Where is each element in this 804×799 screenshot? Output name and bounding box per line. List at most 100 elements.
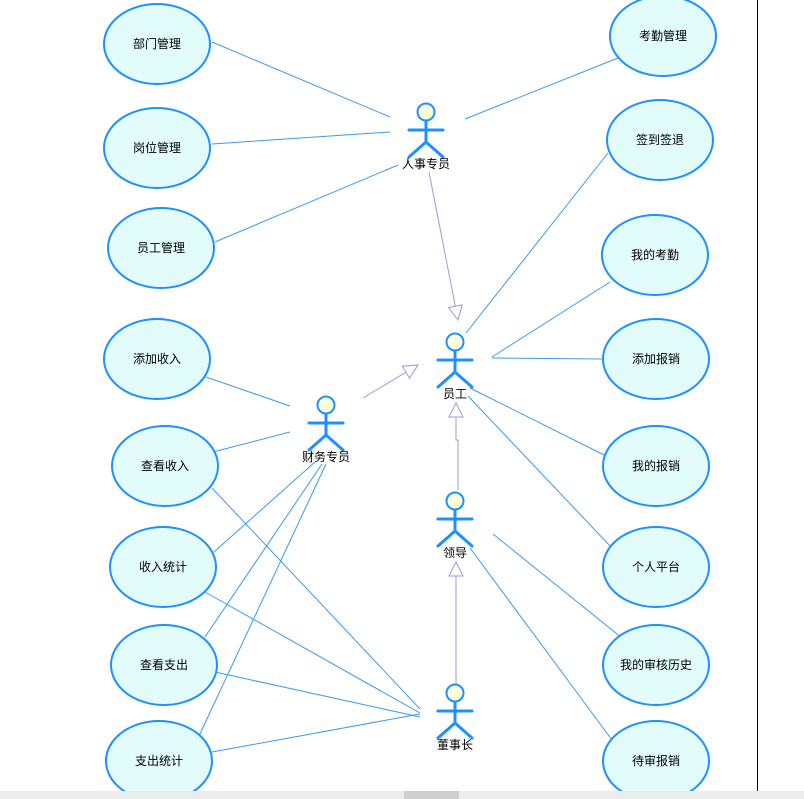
use-case-label: 待审报销 (632, 753, 680, 768)
use-case-ellipse (111, 425, 219, 507)
use-case-label: 签到签退 (636, 132, 684, 147)
use-case-pending[interactable]: 待审报销 (602, 720, 710, 793)
association-line (205, 376, 291, 407)
use-case-addexp[interactable]: 添加报销 (602, 318, 710, 400)
use-case-myexp[interactable]: 我的报销 (602, 425, 710, 507)
actor-head-icon (445, 491, 465, 511)
use-case-ellipse (103, 3, 211, 85)
association-line (492, 533, 623, 639)
actor-hr[interactable]: 人事专员 (402, 102, 450, 172)
use-case-ellipse (109, 526, 217, 608)
use-case-expstat[interactable]: 支出统计 (105, 720, 213, 793)
use-case-label: 岗位管理 (133, 140, 181, 155)
actor-label: 领导 (443, 546, 467, 560)
use-case-dept[interactable]: 部门管理 (103, 3, 211, 85)
actor-emp[interactable]: 员工 (436, 332, 474, 402)
association-line (211, 487, 421, 710)
association-line (204, 463, 323, 638)
association-line (198, 463, 327, 737)
actor-right-leg (453, 529, 474, 548)
use-case-label: 个人平台 (632, 559, 680, 574)
use-case-ellipse (609, 0, 717, 77)
association-line (491, 281, 611, 358)
canvas-border (757, 0, 758, 793)
association-line (465, 152, 609, 334)
actor-head-icon (445, 683, 465, 703)
use-case-ellipse (103, 318, 211, 400)
actor-left-leg (407, 140, 428, 159)
use-case-addinc[interactable]: 添加收入 (103, 318, 211, 400)
actor-head-icon (316, 395, 336, 415)
use-case-label: 我的审核历史 (620, 657, 692, 672)
actor-left-leg (436, 370, 457, 389)
use-case-label: 我的报销 (632, 458, 680, 473)
association-line (214, 671, 421, 718)
association-line (464, 57, 619, 120)
use-case-ellipse (602, 720, 710, 793)
association-line (213, 461, 316, 553)
actor-right-leg (324, 433, 345, 452)
actor-left-leg (307, 433, 328, 452)
use-case-post[interactable]: 岗位管理 (103, 107, 211, 189)
use-case-myatt[interactable]: 我的考勤 (601, 214, 709, 296)
use-case-label: 考勤管理 (639, 28, 687, 43)
association-line (491, 357, 603, 360)
use-case-portal[interactable]: 个人平台 (602, 526, 710, 608)
use-case-label: 查看收入 (141, 459, 189, 473)
use-case-attmgr[interactable]: 考勤管理 (609, 0, 717, 77)
generalization-line (455, 403, 459, 490)
use-case-label: 部门管理 (133, 36, 181, 51)
use-case-label: 我的考勤 (631, 247, 679, 262)
actor-right-leg (453, 721, 474, 740)
use-case-viewinc[interactable]: 查看收入 (111, 425, 219, 507)
use-case-ellipse (606, 99, 714, 181)
use-case-ellipse (103, 107, 211, 189)
actor-boss[interactable]: 董事长 (436, 683, 474, 753)
association-line (211, 713, 421, 753)
scrollbar-thumb[interactable] (404, 791, 459, 799)
use-case-label: 查看支出 (140, 658, 188, 672)
association-line (204, 591, 421, 714)
use-case-incstat[interactable]: 收入统计 (109, 526, 217, 608)
use-case-ellipse (601, 214, 709, 296)
use-case-label: 添加报销 (632, 351, 680, 366)
actor-right-leg (453, 370, 474, 389)
use-case-label: 添加收入 (133, 352, 181, 366)
use-case-history[interactable]: 我的审核历史 (602, 624, 710, 706)
generalization-arrow (448, 560, 464, 577)
actor-label: 人事专员 (402, 156, 450, 171)
actor-head-icon (416, 102, 436, 122)
use-case-ellipse (602, 624, 710, 706)
association-line (469, 387, 605, 456)
use-case-ellipse (110, 624, 218, 706)
use-case-viewexp[interactable]: 查看支出 (110, 624, 218, 706)
generalization-arrow (448, 401, 464, 418)
actor-lead[interactable]: 领导 (436, 491, 474, 561)
association-line (214, 164, 399, 243)
use-case-sign[interactable]: 签到签退 (606, 99, 714, 181)
use-case-ellipse (107, 207, 215, 289)
association-line (212, 431, 291, 453)
actor-label: 财务专员 (302, 449, 350, 464)
generalization-line (428, 171, 459, 321)
horizontal-scrollbar[interactable] (0, 791, 804, 799)
actor-fin[interactable]: 财务专员 (302, 395, 350, 465)
association-line (211, 41, 391, 118)
actor-left-leg (436, 529, 457, 548)
use-case-label: 收入统计 (139, 560, 187, 574)
use-case-ellipse (602, 318, 710, 400)
use-case-label: 员工管理 (137, 240, 185, 255)
actor-label: 董事长 (437, 738, 473, 752)
actor-head-icon (445, 332, 465, 352)
association-line (467, 395, 613, 549)
connectors (198, 41, 623, 753)
use-case-staff[interactable]: 员工管理 (107, 207, 215, 289)
association-line (211, 131, 391, 145)
actor-label: 员工 (443, 387, 467, 401)
use-case-ellipse (105, 720, 213, 793)
use-case-label: 支出统计 (135, 754, 183, 768)
actor-left-leg (436, 721, 457, 740)
use-case-ellipse (602, 526, 710, 608)
